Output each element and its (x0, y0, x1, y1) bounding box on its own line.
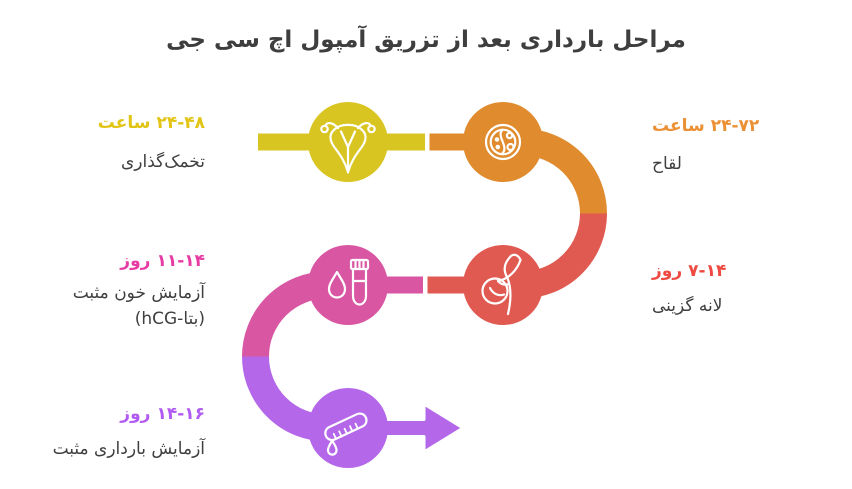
label-pregnancy-test: آزمایش بارداری مثبت (52, 439, 205, 459)
label-line1: آزمایش خون مثبت (72, 283, 205, 303)
blood-test-icon (327, 258, 370, 306)
fertilized-egg-icon (484, 123, 522, 161)
segment-magenta-arc (242, 271, 328, 358)
label-implantation: لانه گزینی (652, 296, 723, 316)
segment-orange-arc (521, 128, 607, 215)
label-blood-test: آزمایش خون مثبت (hCG-بتا) (73, 280, 205, 332)
timing-ovulation: ۲۴-۴۸ ساعت (98, 113, 205, 133)
label-ovulation: تخمک‌گذاری (120, 152, 205, 172)
label-line2: (hCG-بتا) (134, 309, 205, 329)
page-title: مراحل بارداری بعد از تزریق آمپول اچ سی ج… (166, 27, 686, 53)
timing-pregnancy-test: ۱۴-۱۶ روز (120, 404, 205, 424)
segment-purple-arc (242, 355, 328, 442)
timing-implantation: ۷-۱۴ روز (652, 261, 726, 281)
timing-range: ۱۱-۱۴ (156, 251, 205, 271)
segment-purple-bridge (380, 421, 408, 435)
timing-unit: ساعت (652, 116, 705, 136)
timing-range: ۱۴-۱۶ (156, 404, 205, 424)
segment-red-arc (521, 212, 607, 299)
timing-fertilization: ۲۴-۷۲ ساعت (652, 116, 759, 136)
uterus-icon (320, 121, 376, 174)
timing-range: ۲۴-۷۲ (710, 116, 760, 136)
timing-range: ۲۴-۴۸ (156, 113, 205, 133)
test-strip-icon (324, 412, 368, 456)
timing-unit: روز (652, 261, 683, 281)
pregnant-belly-icon (481, 253, 522, 316)
timing-blood-test: ۱۱-۱۴ روز (120, 251, 205, 271)
timing-unit: روز (120, 251, 151, 271)
timing-unit: ساعت (97, 113, 151, 133)
flow-segments (242, 128, 607, 442)
timing-range: ۷-۱۴ (688, 261, 727, 281)
label-fertilization: لقاح (652, 154, 682, 174)
timing-unit: روز (120, 404, 151, 424)
